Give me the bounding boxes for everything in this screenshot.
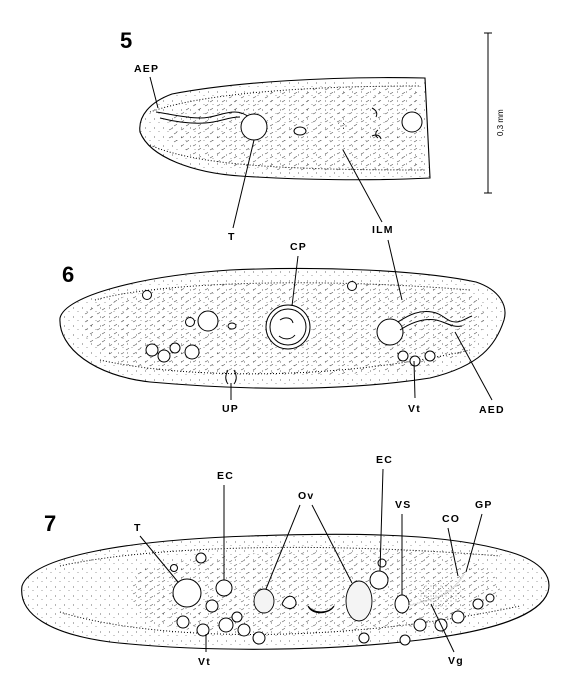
figure-7-genital-region [418,581,462,609]
figure-7-ovum-1 [253,588,275,614]
label-co: CO [442,513,460,525]
leader-vg [430,603,455,653]
figure-5-curve-b [375,129,379,139]
figure-6-number: 6 [62,262,74,287]
figure-6-margin [94,282,471,301]
figure-5-central-spot [338,120,348,130]
figure-7-vitellaria [170,552,495,646]
figure-6-uterine-pore [225,369,237,385]
figure-6-pharynx-inner [269,308,307,346]
label-t5: T [228,231,236,243]
figure-7-testis [172,578,202,608]
figure-7-number: 7 [44,511,56,536]
figure-6-small-vesicle [227,322,237,330]
leader-ilm [342,149,383,223]
leader-co [447,527,459,577]
leader-ilm-6 [387,239,403,301]
label-ov: Ov [298,490,314,502]
figure-5-oval [401,111,423,133]
figure-5-number: 5 [120,28,132,53]
figure-7: 7 [21,454,550,668]
figure-5-vesicle [293,126,307,136]
scale-bar-label: 0,3 mm [496,109,505,136]
figure-7-vesicle [281,595,297,609]
figure-5-curve-a [371,107,378,118]
figure-7-crescent [307,605,335,614]
figure-5-margin-lower [149,144,426,171]
figure-6-pharynx-lumen-b [278,334,296,340]
figure-6-pharynx [265,304,311,350]
leader-t7 [139,535,179,583]
label-aep: AEP [134,63,159,75]
figure-6-pharynx-lumen-a [279,317,294,324]
label-t7: T [134,522,142,534]
leader-aep [149,76,159,109]
figure-7-egg-capsule-1 [215,579,233,597]
leader-ec2 [379,468,384,572]
label-vt7: Vt [198,656,211,668]
figure-5-dashes [165,85,423,172]
figure-5: 5 AEP T ILM 0,3 mm [120,28,505,243]
label-ilm: ILM [372,224,394,236]
figure-6-testis [197,310,219,332]
leader-cp [291,255,299,307]
figure-6-duct [397,311,473,323]
figure-5-curve-c [371,134,382,140]
leader-ov-2 [311,504,353,584]
label-vt6: Vt [408,403,421,415]
figure-6-ovoid [376,318,404,346]
label-vg: Vg [448,655,464,667]
label-ec2: EC [376,454,393,466]
label-up: UP [222,403,239,415]
figure-5-duct-inner [159,116,241,124]
leader-gp [465,513,483,573]
leader-t5 [232,139,255,229]
label-gp: GP [475,499,493,511]
label-cp: CP [290,241,307,253]
figure-5-testis [240,113,268,141]
label-aed: AED [479,404,505,416]
figure-7-egg-capsule-2 [369,570,389,590]
leader-aed [454,331,493,401]
label-ec1: EC [217,470,234,482]
figure-6: 6 [59,239,506,416]
figure-6-duct-inner [399,319,463,331]
leader-vt6 [413,360,416,399]
label-vs: VS [395,499,411,511]
leader-ov-1 [265,504,301,590]
figure-7-ovum-2 [345,580,373,622]
figure-7-seminal-vesicle [394,594,410,614]
